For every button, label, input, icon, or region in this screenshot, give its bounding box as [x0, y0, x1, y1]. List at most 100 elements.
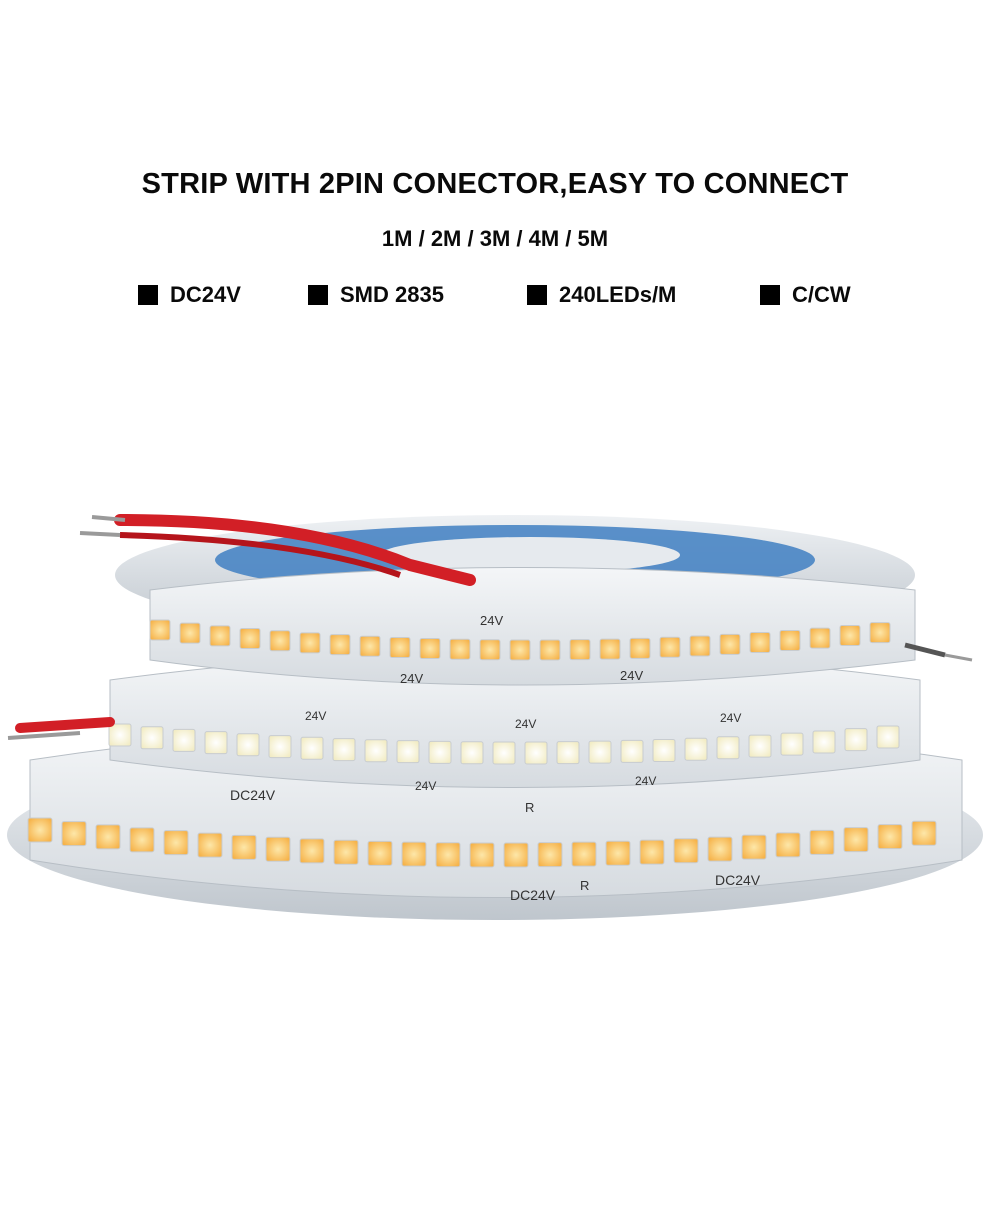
led-chip [469, 842, 495, 868]
led-chip [108, 723, 132, 747]
led-chip [524, 741, 548, 765]
connector-wires [7, 514, 973, 740]
spec-chip: SMD 2835 [308, 282, 444, 308]
led-chip [812, 730, 836, 754]
led-chip [231, 834, 257, 860]
led-chip [95, 824, 121, 850]
led-chip [839, 624, 861, 646]
strip-voltage-label: 24V [305, 709, 326, 723]
reel-top: 24V 24V 24V [115, 515, 916, 686]
led-chip [652, 738, 676, 762]
led-chip [673, 838, 699, 864]
spec-chip-label: SMD 2835 [340, 282, 444, 307]
led-chip [869, 622, 891, 644]
led-chip [877, 824, 903, 850]
led-chip [129, 827, 155, 853]
led-chip [460, 741, 484, 765]
led-chip [209, 625, 231, 647]
strip-voltage-label: 24V [515, 717, 536, 731]
led-chip [605, 840, 631, 866]
strip-voltage-label: DC24V [715, 872, 761, 888]
led-chip [809, 829, 835, 855]
led-chip [140, 726, 164, 750]
led-chip [719, 633, 741, 655]
strip-voltage-label: 24V [620, 668, 643, 683]
reel-middle: 24V 24V 24V 24V 24V [108, 650, 921, 793]
led-chip [539, 639, 561, 661]
led-chip [749, 632, 771, 654]
led-chip [689, 635, 711, 657]
strip-voltage-label: 24V [720, 711, 741, 725]
led-chip [149, 619, 171, 641]
led-chip [299, 838, 325, 864]
length-options: 1M / 2M / 3M / 4M / 5M [381, 226, 609, 251]
led-chip [299, 632, 321, 654]
led-chip [911, 820, 937, 846]
strip-voltage-label: 24V [415, 779, 436, 793]
led-chip [809, 627, 831, 649]
spec-voltage-label: DC24V [170, 282, 241, 307]
led-chip [449, 638, 471, 660]
led-chip [492, 741, 516, 765]
led-chip [329, 634, 351, 656]
strip-voltage-label: 24V [400, 671, 423, 686]
bullet-square-icon [760, 285, 780, 305]
bullet-square-icon [308, 285, 328, 305]
led-chip [503, 842, 529, 868]
led-chip [332, 738, 356, 762]
spec-density-label: 240LEDs/M [559, 282, 677, 307]
strip-resistor-label: R [525, 800, 534, 815]
led-chip [620, 739, 644, 763]
led-chip [239, 627, 261, 649]
strip-voltage-label: DC24V [230, 787, 276, 803]
led-chip [364, 739, 388, 763]
led-chip [389, 636, 411, 658]
led-chip [27, 817, 53, 843]
spec-color-temperature: C/CW [760, 282, 851, 308]
led-chip [629, 637, 651, 659]
led-chip [236, 733, 260, 757]
led-chip [537, 842, 563, 868]
led-chip [179, 622, 201, 644]
led-chip [639, 839, 665, 865]
led-chip [367, 840, 393, 866]
led-chip [396, 740, 420, 764]
spec-voltage: DC24V [138, 282, 241, 308]
led-chip [163, 830, 189, 856]
led-chip [684, 737, 708, 761]
led-chip [265, 836, 291, 862]
led-chip [571, 841, 597, 867]
bullet-square-icon [527, 285, 547, 305]
led-chip [707, 836, 733, 862]
led-strip-reels-photo: DC24V DC24V DC24V R R 24V 24V 24V 24V 24… [7, 514, 983, 920]
led-chip [599, 638, 621, 660]
led-chip [61, 821, 87, 847]
led-chip [172, 728, 196, 752]
led-chip [428, 740, 452, 764]
led-chip [268, 735, 292, 759]
led-chip [197, 832, 223, 858]
led-chip [269, 630, 291, 652]
led-chip [748, 734, 772, 758]
bullet-square-icon [138, 285, 158, 305]
led-chip [556, 741, 580, 765]
led-chip [479, 639, 501, 661]
led-chip [401, 841, 427, 867]
led-chip [844, 728, 868, 752]
led-chip [333, 839, 359, 865]
led-chip [435, 842, 461, 868]
strip-resistor-label: R [580, 878, 589, 893]
spec-color-temperature-label: C/CW [792, 282, 851, 307]
led-chip [509, 639, 531, 661]
led-chip [775, 832, 801, 858]
led-chip [204, 731, 228, 755]
led-chip [359, 635, 381, 657]
led-chip [659, 636, 681, 658]
led-chip [569, 639, 591, 661]
spec-density: 240LEDs/M [527, 282, 676, 308]
strip-voltage-label: 24V [480, 613, 503, 628]
strip-voltage-label: DC24V [510, 887, 556, 903]
headline: STRIP WITH 2PIN CONECTOR,EASY TO CONNECT [141, 168, 849, 200]
led-chip [843, 827, 869, 853]
led-chip [741, 834, 767, 860]
